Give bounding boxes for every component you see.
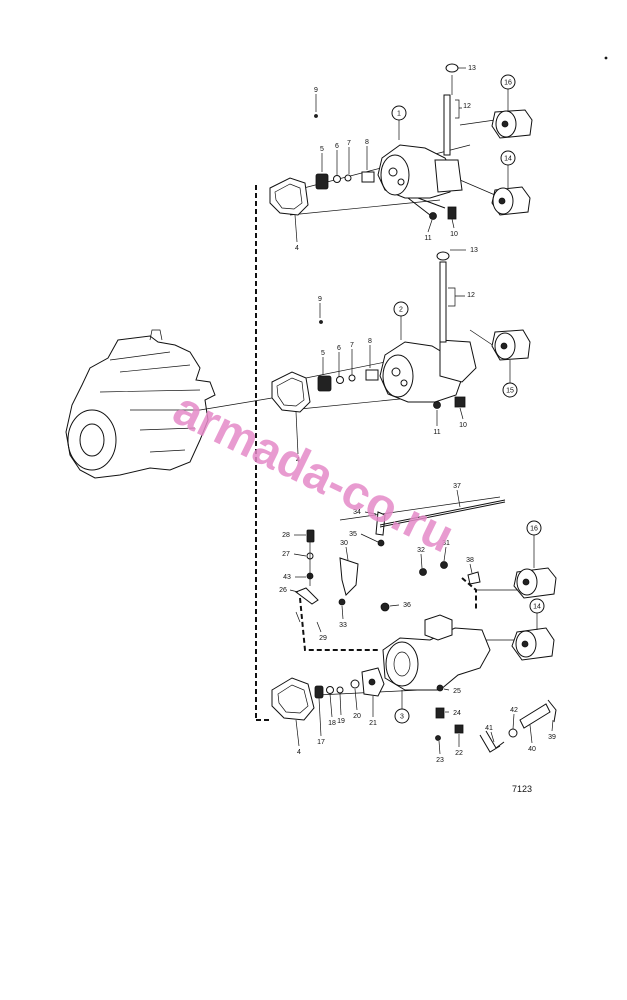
assembly-2	[271, 251, 531, 413]
callout-number-25: 25	[453, 688, 461, 695]
circled-ref-16-bottom: 16	[526, 520, 542, 536]
callouts-assembly-2: 9 5 6 7 8 4 11 10 12 13	[295, 247, 478, 464]
circled-ref-2: 2	[393, 301, 409, 317]
callout-number-33: 33	[339, 622, 347, 629]
callout-number-1: 1	[397, 111, 401, 118]
callout-number-6: 6	[337, 345, 341, 352]
callout-number-32: 32	[417, 547, 425, 554]
callout-number-19: 19	[337, 718, 345, 725]
callout-number-21: 21	[369, 720, 377, 727]
callout-number-2: 2	[399, 307, 403, 314]
callout-number-36: 36	[403, 602, 411, 609]
callout-number-4: 4	[295, 245, 299, 252]
assembly-1	[269, 63, 533, 220]
callout-number-13: 13	[468, 65, 476, 72]
callout-number-4: 4	[296, 457, 300, 464]
callout-number-31: 31	[442, 540, 450, 547]
callout-number-15: 15	[506, 388, 514, 395]
callout-number-38: 38	[466, 557, 474, 564]
callout-number-9: 9	[314, 87, 318, 94]
circled-ref-14-top: 14	[500, 150, 516, 166]
callout-number-8: 8	[365, 139, 369, 146]
callout-number-34: 34	[353, 509, 361, 516]
callout-number-6: 6	[335, 143, 339, 150]
circled-ref-14-bottom: 14	[529, 598, 545, 614]
callout-number-42: 42	[510, 707, 518, 714]
callout-number-5: 5	[321, 350, 325, 357]
callout-number-12: 12	[463, 103, 471, 110]
callout-number-7: 7	[350, 342, 354, 349]
callout-number-16: 16	[504, 80, 512, 87]
circled-ref-16-top: 16	[500, 74, 516, 90]
callout-number-14: 14	[504, 156, 512, 163]
callout-number-24: 24	[453, 710, 461, 717]
drawing-code: 7123	[512, 784, 532, 794]
callout-number-14: 14	[533, 604, 541, 611]
callout-number-28: 28	[282, 532, 290, 539]
stray-mark	[604, 56, 608, 60]
callout-number-13: 13	[470, 247, 478, 254]
callouts-assembly-3: 4 17 18 19 20 21 22 23 24 25 26 27 28 29…	[279, 483, 556, 764]
callout-number-22: 22	[455, 750, 463, 757]
callout-number-11: 11	[424, 235, 431, 242]
circled-ref-15: 15	[502, 382, 518, 398]
callout-number-17: 17	[317, 739, 325, 746]
callout-number-40: 40	[528, 746, 536, 753]
callout-number-43: 43	[283, 574, 291, 581]
callout-number-41: 41	[485, 725, 493, 732]
callout-number-10: 10	[450, 231, 458, 238]
assembly-3	[271, 499, 557, 753]
callout-number-20: 20	[353, 713, 361, 720]
callout-number-37: 37	[453, 483, 461, 490]
callout-number-3: 3	[400, 714, 404, 721]
callout-number-29: 29	[319, 635, 327, 642]
callout-number-12: 12	[467, 292, 475, 299]
callout-number-10: 10	[459, 422, 467, 429]
callout-number-11: 11	[433, 429, 440, 436]
callout-number-23: 23	[436, 757, 444, 764]
callout-number-8: 8	[368, 338, 372, 345]
callout-number-7: 7	[347, 140, 351, 147]
callout-number-18: 18	[328, 720, 336, 727]
circled-ref-1: 1	[391, 105, 407, 121]
callout-number-30: 30	[340, 540, 348, 547]
engine-outline	[65, 329, 291, 479]
callout-number-4: 4	[297, 749, 301, 756]
callout-number-9: 9	[318, 296, 322, 303]
callout-number-5: 5	[320, 146, 324, 153]
circled-ref-3: 3	[394, 708, 410, 724]
callout-number-16: 16	[530, 526, 538, 533]
callout-number-26: 26	[279, 587, 287, 594]
callout-number-39: 39	[548, 734, 556, 741]
callout-number-35: 35	[349, 531, 357, 538]
callout-number-27: 27	[282, 551, 290, 558]
callouts-assembly-1: 9 5 6 7 8 4 11 10 12 13	[294, 65, 476, 252]
